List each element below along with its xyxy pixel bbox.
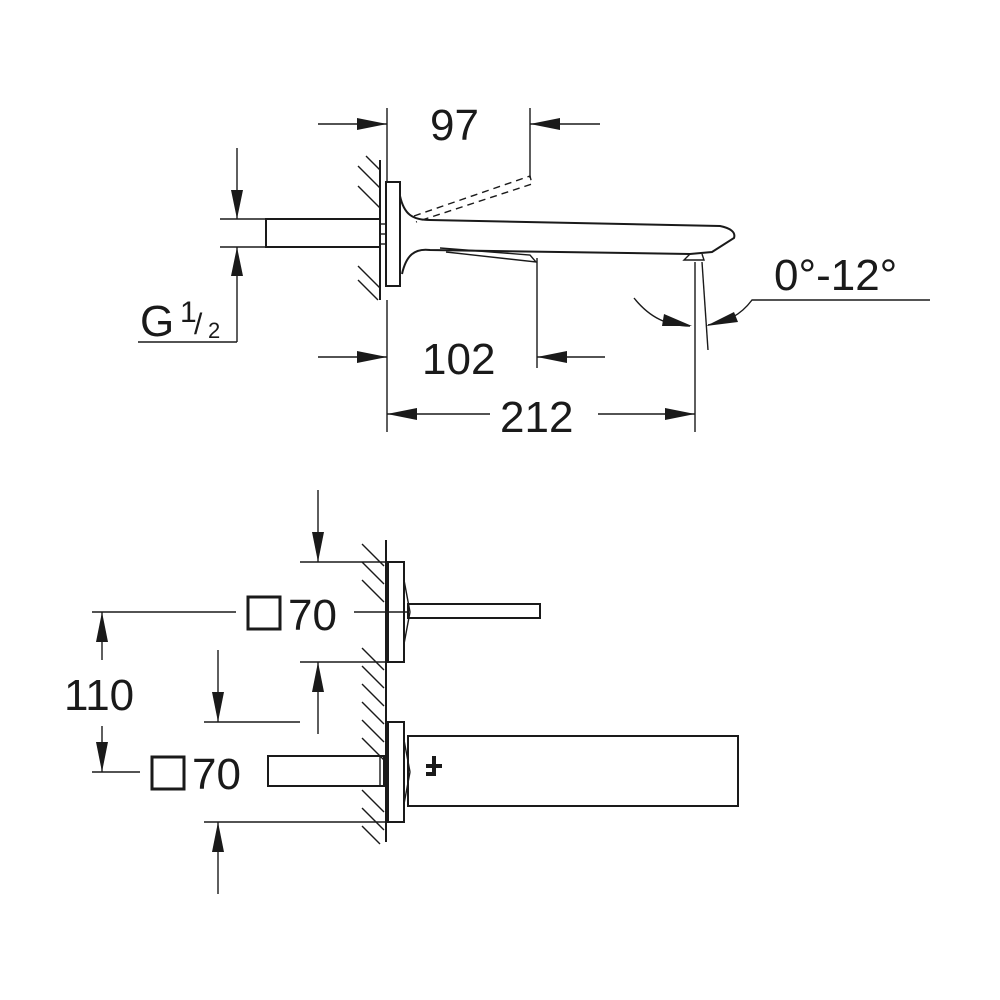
lever-front [407, 603, 541, 619]
pipe-front [267, 755, 385, 787]
wall-hatching-front [361, 540, 387, 845]
square-icon [150, 755, 186, 791]
dim-102: 102 [318, 258, 605, 384]
dim-thread: G 1 / 2 [138, 148, 266, 346]
spout-front [407, 735, 739, 807]
plate-size-upper: 70 [246, 591, 337, 640]
front-view: 70 70 110 [64, 490, 739, 894]
lever-raised [413, 175, 533, 223]
side-view: 97 G 1 / 2 102 [138, 101, 930, 442]
wall-plate-top [385, 181, 401, 287]
dim-212-label: 212 [500, 393, 573, 442]
dim-97: 97 [318, 101, 600, 182]
dim-212: 212 [386, 262, 696, 442]
wall-hatching-top [357, 155, 381, 301]
spout [399, 195, 736, 275]
plate-size-lower: 70 [150, 750, 241, 799]
thread-letter: G [140, 297, 174, 346]
spout-plate [387, 721, 405, 823]
dim-110-label: 110 [64, 671, 134, 720]
square-icon [246, 595, 282, 631]
svg-text:/: / [194, 308, 203, 341]
plate-size-upper-label: 70 [288, 591, 337, 640]
thread-pipe [265, 218, 381, 248]
grohe-logo-icon [426, 756, 442, 776]
angle-label: 0°-12° [774, 251, 897, 300]
dim-plate-upper [300, 490, 388, 734]
thread-numerator: 1 [180, 296, 197, 329]
lever [439, 247, 538, 263]
plate-size-lower-label: 70 [192, 750, 241, 799]
dim-110: 110 [64, 612, 134, 772]
dim-102-label: 102 [422, 335, 495, 384]
dim-plate-lower [204, 650, 388, 894]
dim-97-label: 97 [430, 101, 479, 150]
dim-angle: 0°-12° [633, 251, 930, 351]
thread-denominator: 2 [208, 318, 220, 343]
